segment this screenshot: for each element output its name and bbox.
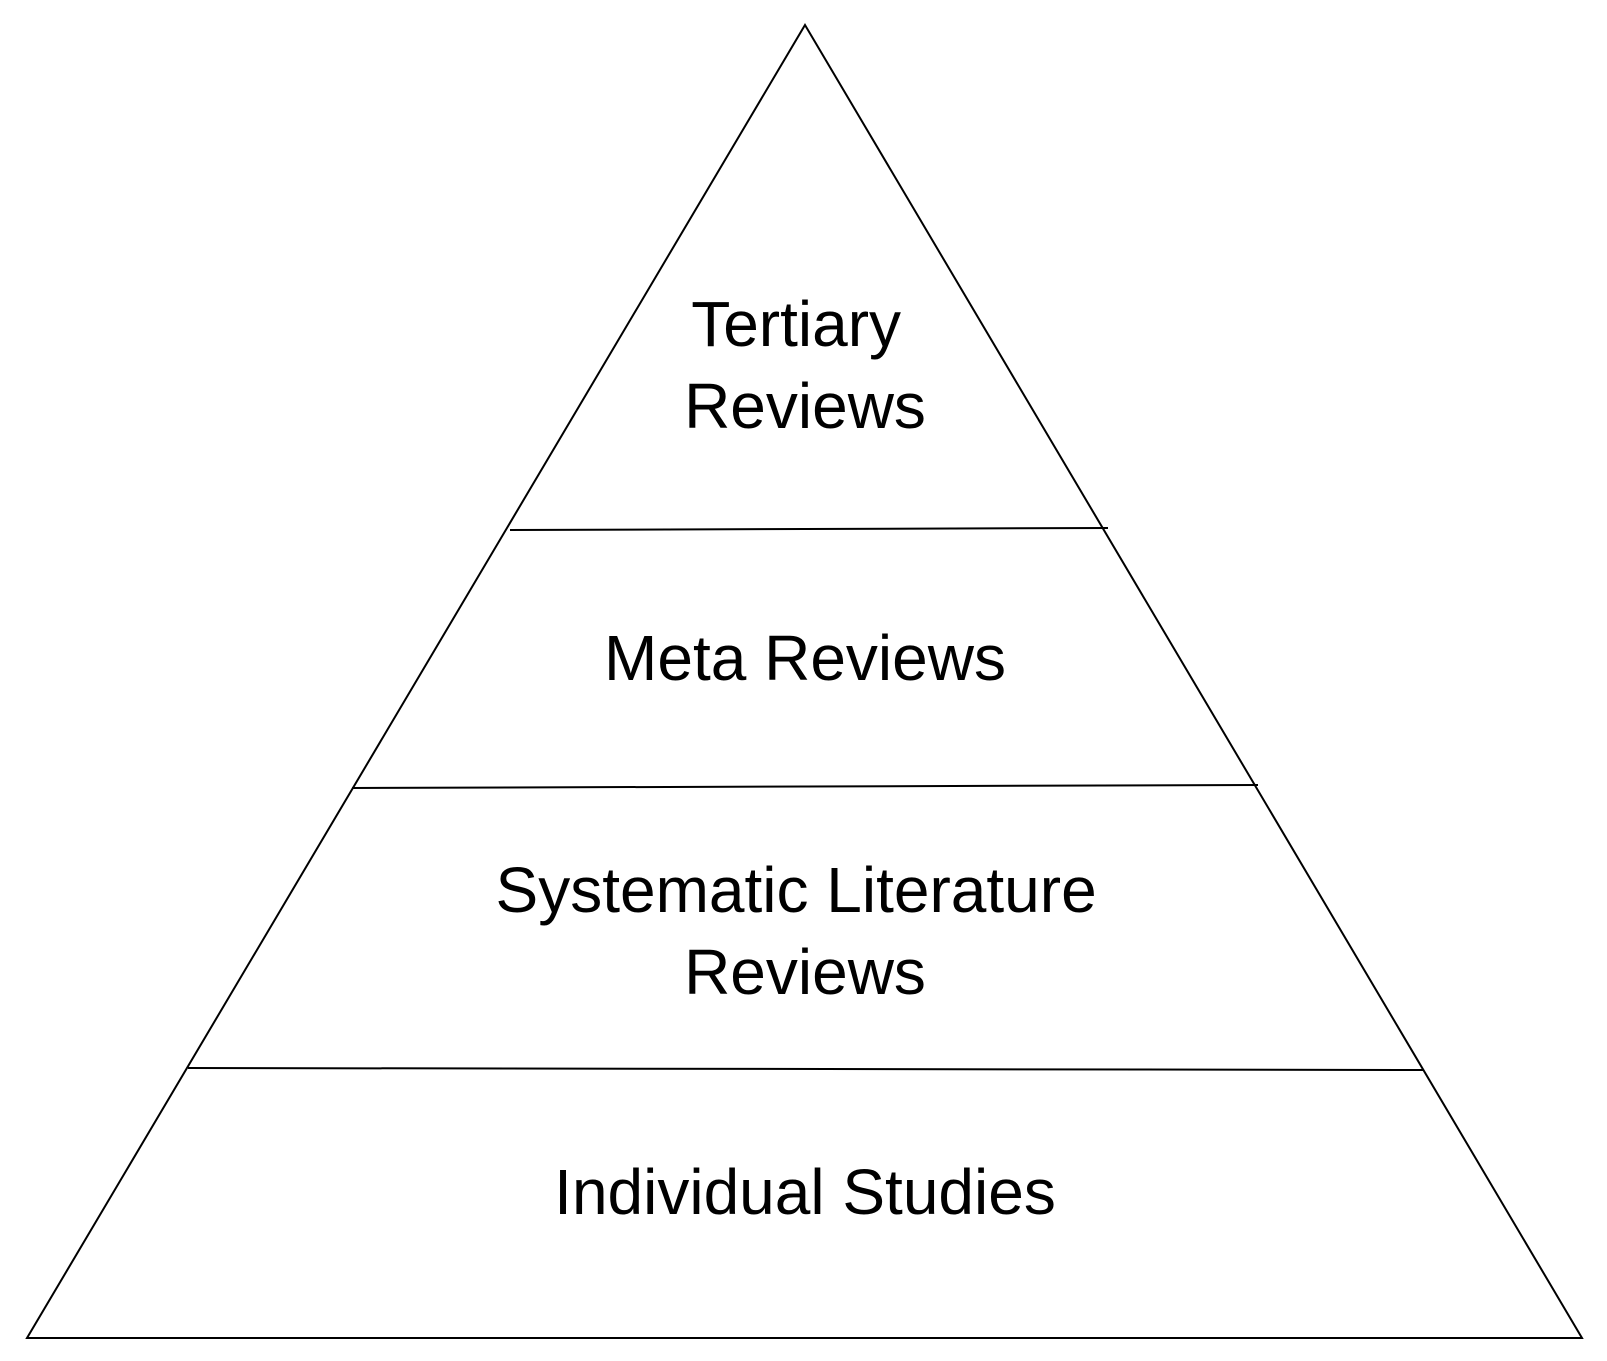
tier-label-tertiary-reviews: Tertiary Reviews [684,288,926,442]
tier-line: Systematic Literature [496,854,1097,926]
tier-line: Meta Reviews [604,622,1006,694]
tier-line: Tertiary [691,288,901,360]
tier-label-systematic-literature-reviews: Systematic Literature Reviews [496,854,1115,1008]
tier-label-meta-reviews: Meta Reviews [604,622,1006,694]
divider-tertiary-meta [509,527,1109,531]
pyramid-outline [25,23,1584,1339]
tier-line: Individual Studies [554,1156,1056,1228]
divider-systematic-individual [187,1067,1425,1071]
tier-line: Reviews [684,936,926,1008]
tier-label-individual-studies: Individual Studies [554,1156,1056,1228]
tier-line: Reviews [684,370,926,442]
divider-meta-systematic [351,784,1259,789]
